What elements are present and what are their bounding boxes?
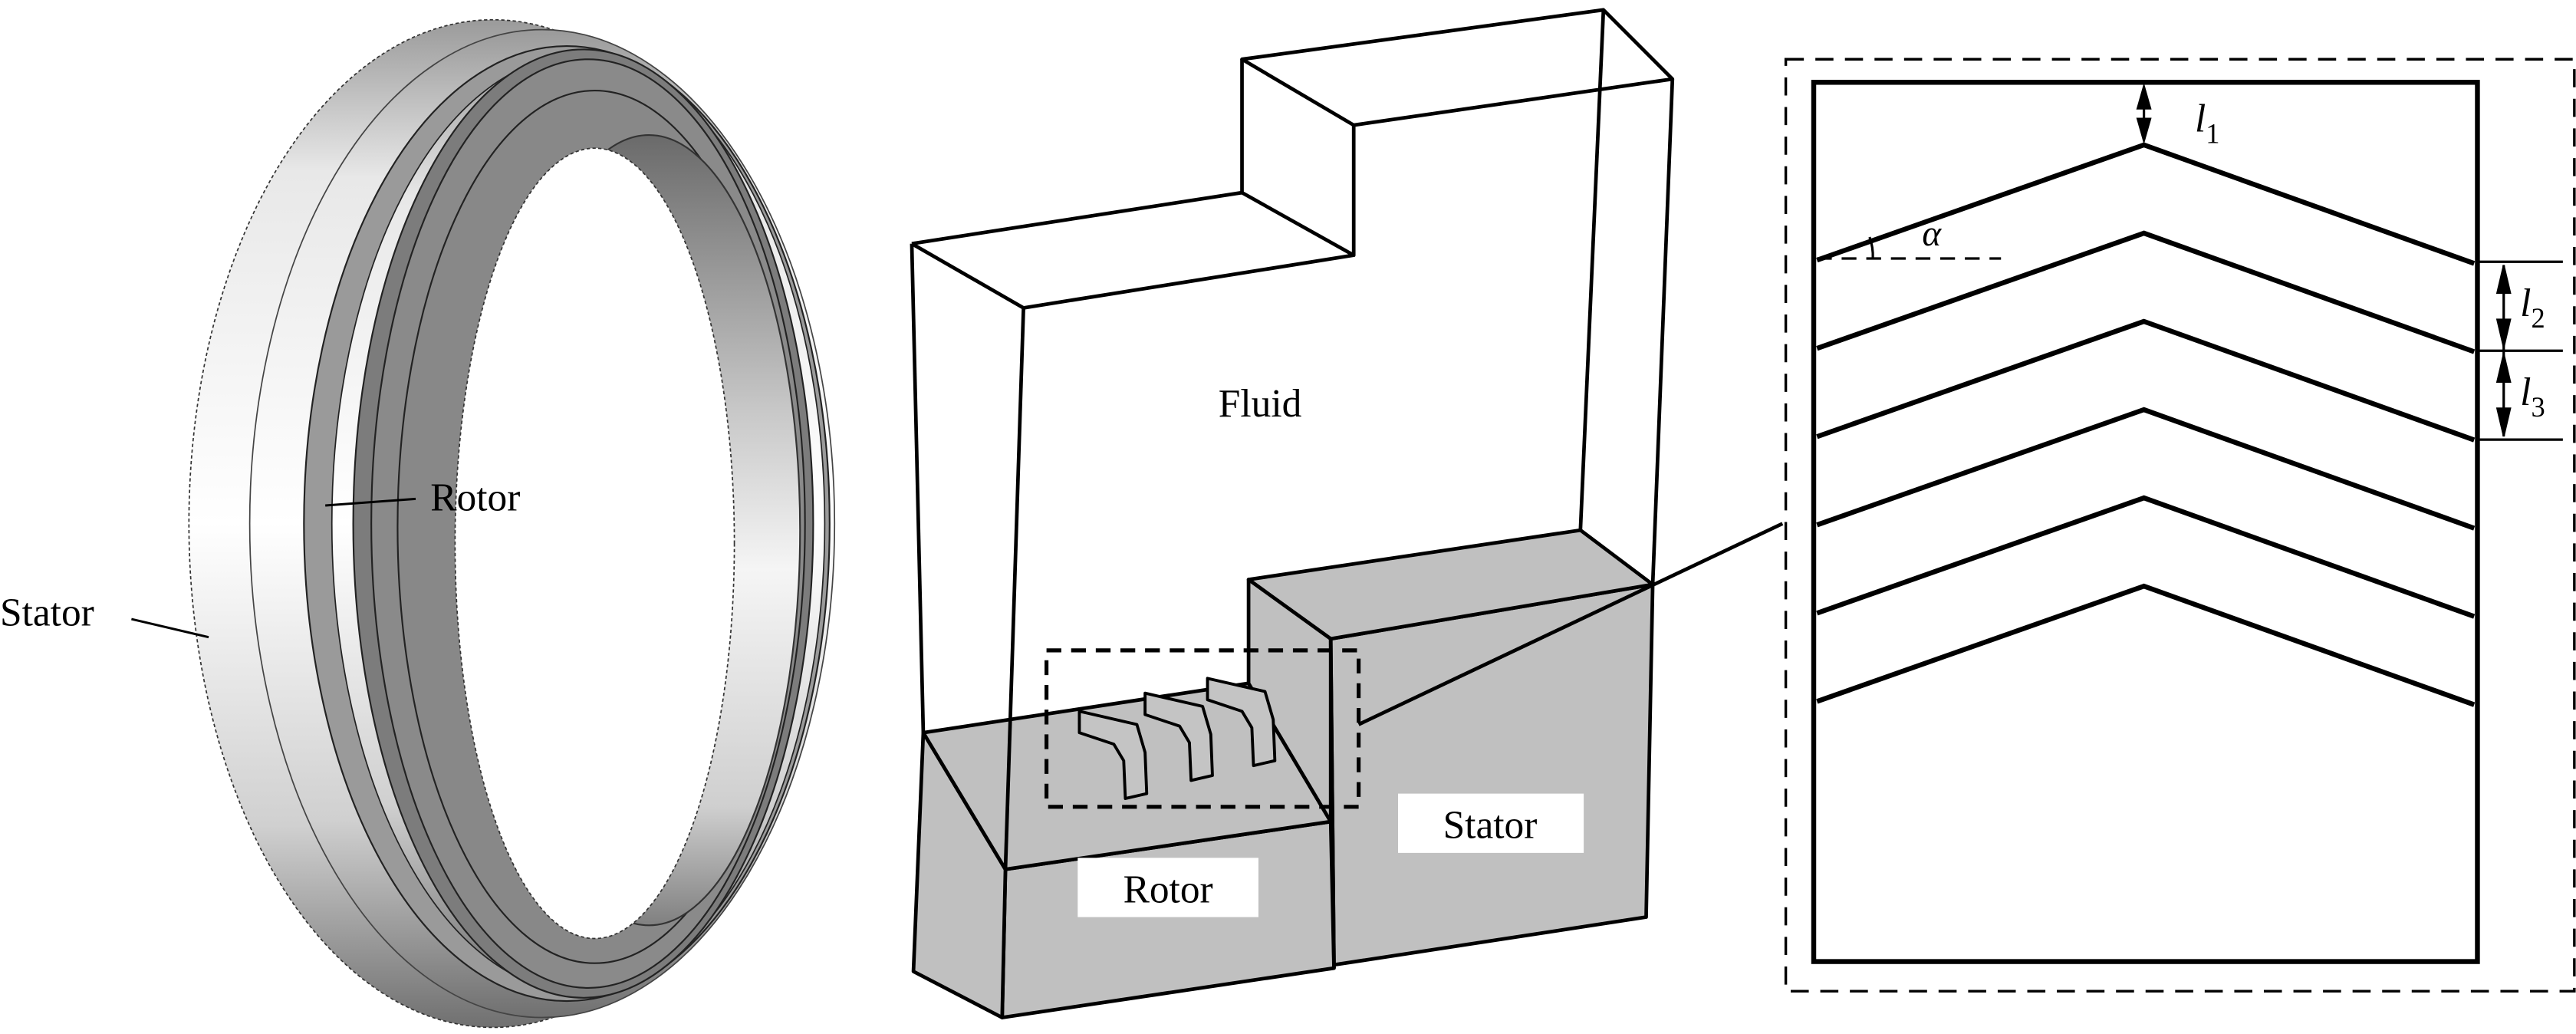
chevron-groove (1816, 495, 2476, 619)
arrow-down-icon (2136, 117, 2152, 145)
arrow-up-icon (2136, 82, 2152, 110)
arrow-up-icon (2495, 354, 2512, 384)
rotor-label-bg (1077, 858, 1258, 917)
stator-label-bg (1398, 793, 1584, 853)
rotor-leader-line (325, 497, 416, 507)
l3-label: l3 (2520, 370, 2545, 423)
l1-label: l1 (2195, 97, 2219, 150)
block-rotor-label: Rotor (1124, 868, 1213, 911)
ring-assembly-panel: Rotor Stator (0, 18, 836, 1029)
fluid-edge (1650, 78, 1675, 585)
arrow-down-icon (2495, 318, 2512, 348)
rotor-tooth (1077, 710, 1149, 800)
fluid-edge (910, 243, 926, 733)
alpha-label: α (1922, 214, 1942, 254)
arrow-down-icon (2495, 407, 2512, 437)
stator-block-front (1328, 582, 1655, 967)
ring-stator-label: Stator (0, 591, 94, 635)
chevron-grooves (1816, 142, 2476, 707)
fluid-edge (1241, 191, 1355, 257)
chevron-groove (1816, 230, 2476, 354)
rotor-tooth (1143, 691, 1214, 782)
arrow-up-icon (2495, 265, 2512, 295)
alpha-arc (1868, 236, 1874, 259)
chevron-groove (1816, 142, 2476, 266)
fluid-edge (911, 190, 1242, 246)
chevron-groove (1816, 407, 2476, 531)
detail-dashed-frame (1784, 58, 2576, 993)
l2-l3-dimension (2477, 260, 2563, 441)
detail-selection-box (1045, 648, 1361, 809)
fluid-outline-top (910, 8, 1675, 310)
fluid-domain-panel: Fluid Rotor Stator (910, 8, 1784, 1019)
stator-leader-line (131, 617, 209, 639)
fluid-label: Fluid (1219, 382, 1302, 426)
block-stator-label: Stator (1443, 804, 1538, 848)
ring-bore (454, 147, 735, 940)
detail-leader-line (1357, 522, 1784, 726)
l2-label: l2 (2520, 282, 2545, 334)
groove-detail-panel: α l1 l2 l3 (1784, 58, 2576, 993)
ring-rotor-label: Rotor (430, 476, 520, 519)
chevron-groove (1816, 318, 2476, 443)
detail-solid-frame (1811, 80, 2480, 964)
rotor-tooth (1206, 677, 1277, 768)
fluid-edge (1578, 9, 1606, 531)
rotor-teeth (1077, 677, 1277, 800)
block-divider (1328, 638, 1336, 969)
chevron-groove (1816, 583, 2476, 707)
l1-dimension (2136, 82, 2152, 145)
fluid-edge (1003, 308, 1025, 870)
